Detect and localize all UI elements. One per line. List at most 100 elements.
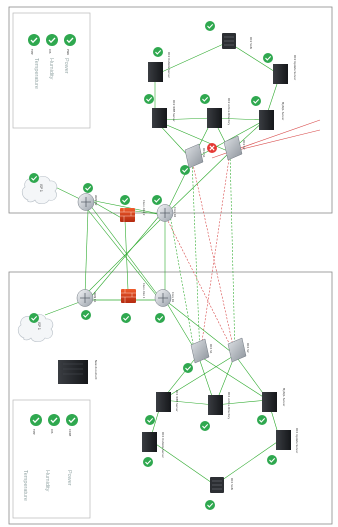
bottom-sw1-label: DC1 S1 <box>209 344 213 354</box>
ok-check-icon <box>29 173 39 183</box>
top-legend-status-2: OIS <box>46 34 58 54</box>
bottom-switch-1[interactable]: DC1 S1 <box>190 338 213 364</box>
top-isp-cloud[interactable]: ISP 1 <box>21 176 58 205</box>
server-icon <box>276 430 291 450</box>
top-update-status <box>263 53 273 63</box>
top-legend-status-label-2: OIS <box>48 49 52 54</box>
top-switch-alert <box>207 143 217 153</box>
top-core-router[interactable]: Core R2 <box>156 204 177 222</box>
top-san-label: DC2 SAN <box>249 37 253 49</box>
ok-check-icon <box>29 313 39 323</box>
bottom-sw2-label: DC1 S2 <box>246 343 250 353</box>
top-update-server[interactable]: DC2 Update Server <box>273 55 297 84</box>
top-legend-status-1: TMP <box>28 34 40 55</box>
top-firewall[interactable]: Cisco ASA 2 <box>120 200 146 222</box>
top-core-status <box>152 195 162 205</box>
cross-dashed-links <box>169 151 236 356</box>
switch-icon <box>184 143 204 169</box>
bottom-legend-power: Power <box>66 470 72 486</box>
bottom-ad-status <box>200 421 210 431</box>
bottom-new-server[interactable]: New document <box>58 360 98 384</box>
ok-check-icon <box>267 455 277 465</box>
ok-check-icon <box>30 414 42 426</box>
bottom-san-status <box>205 500 215 510</box>
bottom-outside-status <box>143 457 153 467</box>
top-wan-router[interactable]: WAN R2 <box>77 193 98 211</box>
top-isp-status <box>29 173 39 183</box>
top-ad-label: DC2 Active Directory <box>227 98 231 126</box>
top-sw2-label: DC2 S2 <box>242 140 246 150</box>
top-san[interactable]: DC2 SAN <box>222 33 253 49</box>
top-update-label: DC2 Update Server <box>293 55 297 81</box>
bottom-switch-2[interactable]: DC1 S2 <box>227 337 250 363</box>
ok-check-icon <box>66 414 78 426</box>
bottom-mysql-status <box>257 415 267 425</box>
ok-check-icon <box>46 34 58 46</box>
bottom-firewall-status <box>121 313 131 323</box>
bottom-core-status <box>155 313 165 323</box>
bottom-web-server[interactable]: DC1 WEB Server <box>156 390 179 413</box>
top-ad-status <box>200 94 210 104</box>
bottom-legend-status-1: TMP <box>30 414 42 435</box>
top-switch-2[interactable]: DC2 S2 <box>223 135 246 161</box>
bottom-ad-server[interactable]: DC1 Active Directory <box>208 392 231 420</box>
bottom-isp-status <box>29 313 39 323</box>
server-icon <box>259 110 274 130</box>
ok-check-icon <box>64 34 76 46</box>
bottom-core-router[interactable]: Core R1 <box>154 289 175 307</box>
top-mysql-server[interactable]: MySQL Server <box>259 102 285 130</box>
top-sw1-label: DC2 S1 <box>202 148 206 158</box>
top-legend: Temperature Humidity Power TMP OIS PWR <box>12 12 91 129</box>
bottom-isp-cloud[interactable]: ISP 1 <box>17 314 54 343</box>
bottom-new-server-label: New document <box>94 360 98 380</box>
top-legend-power: Power <box>63 58 69 74</box>
server-icon <box>273 64 288 84</box>
bottom-mysql-server[interactable]: MySQL Server <box>262 388 286 412</box>
top-router-label: WAN R2 <box>94 195 98 206</box>
bottom-outside-server[interactable]: DC1 Outside Server <box>142 432 165 459</box>
bottom-legend-status-label-2: OIS <box>50 429 54 434</box>
ok-check-icon <box>205 500 215 510</box>
top-ad-server[interactable]: DC2 Active Directory <box>207 98 231 128</box>
top-mysql-status <box>251 96 261 106</box>
bottom-legend-status-label-3: CORE <box>68 429 72 437</box>
firewall-icon <box>120 208 135 222</box>
ok-check-icon <box>263 53 273 63</box>
top-legend-status-label-3: PWR <box>66 49 70 55</box>
ok-check-icon <box>251 96 261 106</box>
cloud-icon <box>17 314 54 343</box>
bottom-wan-router[interactable]: WAN R1 <box>76 289 97 307</box>
top-web-server[interactable]: DC2 WEB Server <box>152 100 176 128</box>
bottom-firewall[interactable]: Cisco ASA 1 <box>121 283 146 303</box>
ok-check-icon <box>28 34 40 46</box>
bottom-firewall-label: Cisco ASA 1 <box>142 283 146 299</box>
bottom-legend: Temperature Humidity Power TMP OIS CORE <box>12 399 91 519</box>
bottom-san[interactable]: DC1 SAN <box>210 477 234 493</box>
bottom-update-server[interactable]: DC1 Update Server <box>276 428 299 454</box>
bottom-legend-humidity: Humidity <box>44 470 50 492</box>
ok-check-icon <box>155 313 165 323</box>
bottom-outside-label: DC1 Outside Server <box>161 432 165 459</box>
top-outside-label: DC2 Outside Server <box>167 52 171 79</box>
bottom-legend-status-label-1: TMP <box>32 429 36 435</box>
ok-check-icon <box>152 195 162 205</box>
bottom-router-status <box>81 310 91 320</box>
ok-check-icon <box>200 421 210 431</box>
switch-icon <box>227 337 247 363</box>
ok-check-icon <box>183 363 193 373</box>
bottom-update-status <box>267 455 277 465</box>
bottom-ad-label: DC1 Active Directory <box>227 392 231 420</box>
top-switch-1[interactable]: DC2 S1 <box>184 143 206 169</box>
top-firewall-label: Cisco ASA 2 <box>142 200 146 216</box>
server-icon <box>207 108 222 128</box>
ok-check-icon <box>145 415 155 425</box>
cloud-icon <box>21 176 58 205</box>
top-legend-status-label-1: TMP <box>30 49 34 55</box>
top-legend-status-3: PWR <box>64 34 76 55</box>
bottom-router-label: WAN R1 <box>93 292 97 303</box>
bottom-web-label: DC1 WEB Server <box>175 390 179 413</box>
top-legend-box <box>12 12 91 129</box>
bottom-update-label: DC1 Update Server <box>295 428 299 454</box>
top-outside-server[interactable]: DC2 Outside Server <box>148 52 171 82</box>
